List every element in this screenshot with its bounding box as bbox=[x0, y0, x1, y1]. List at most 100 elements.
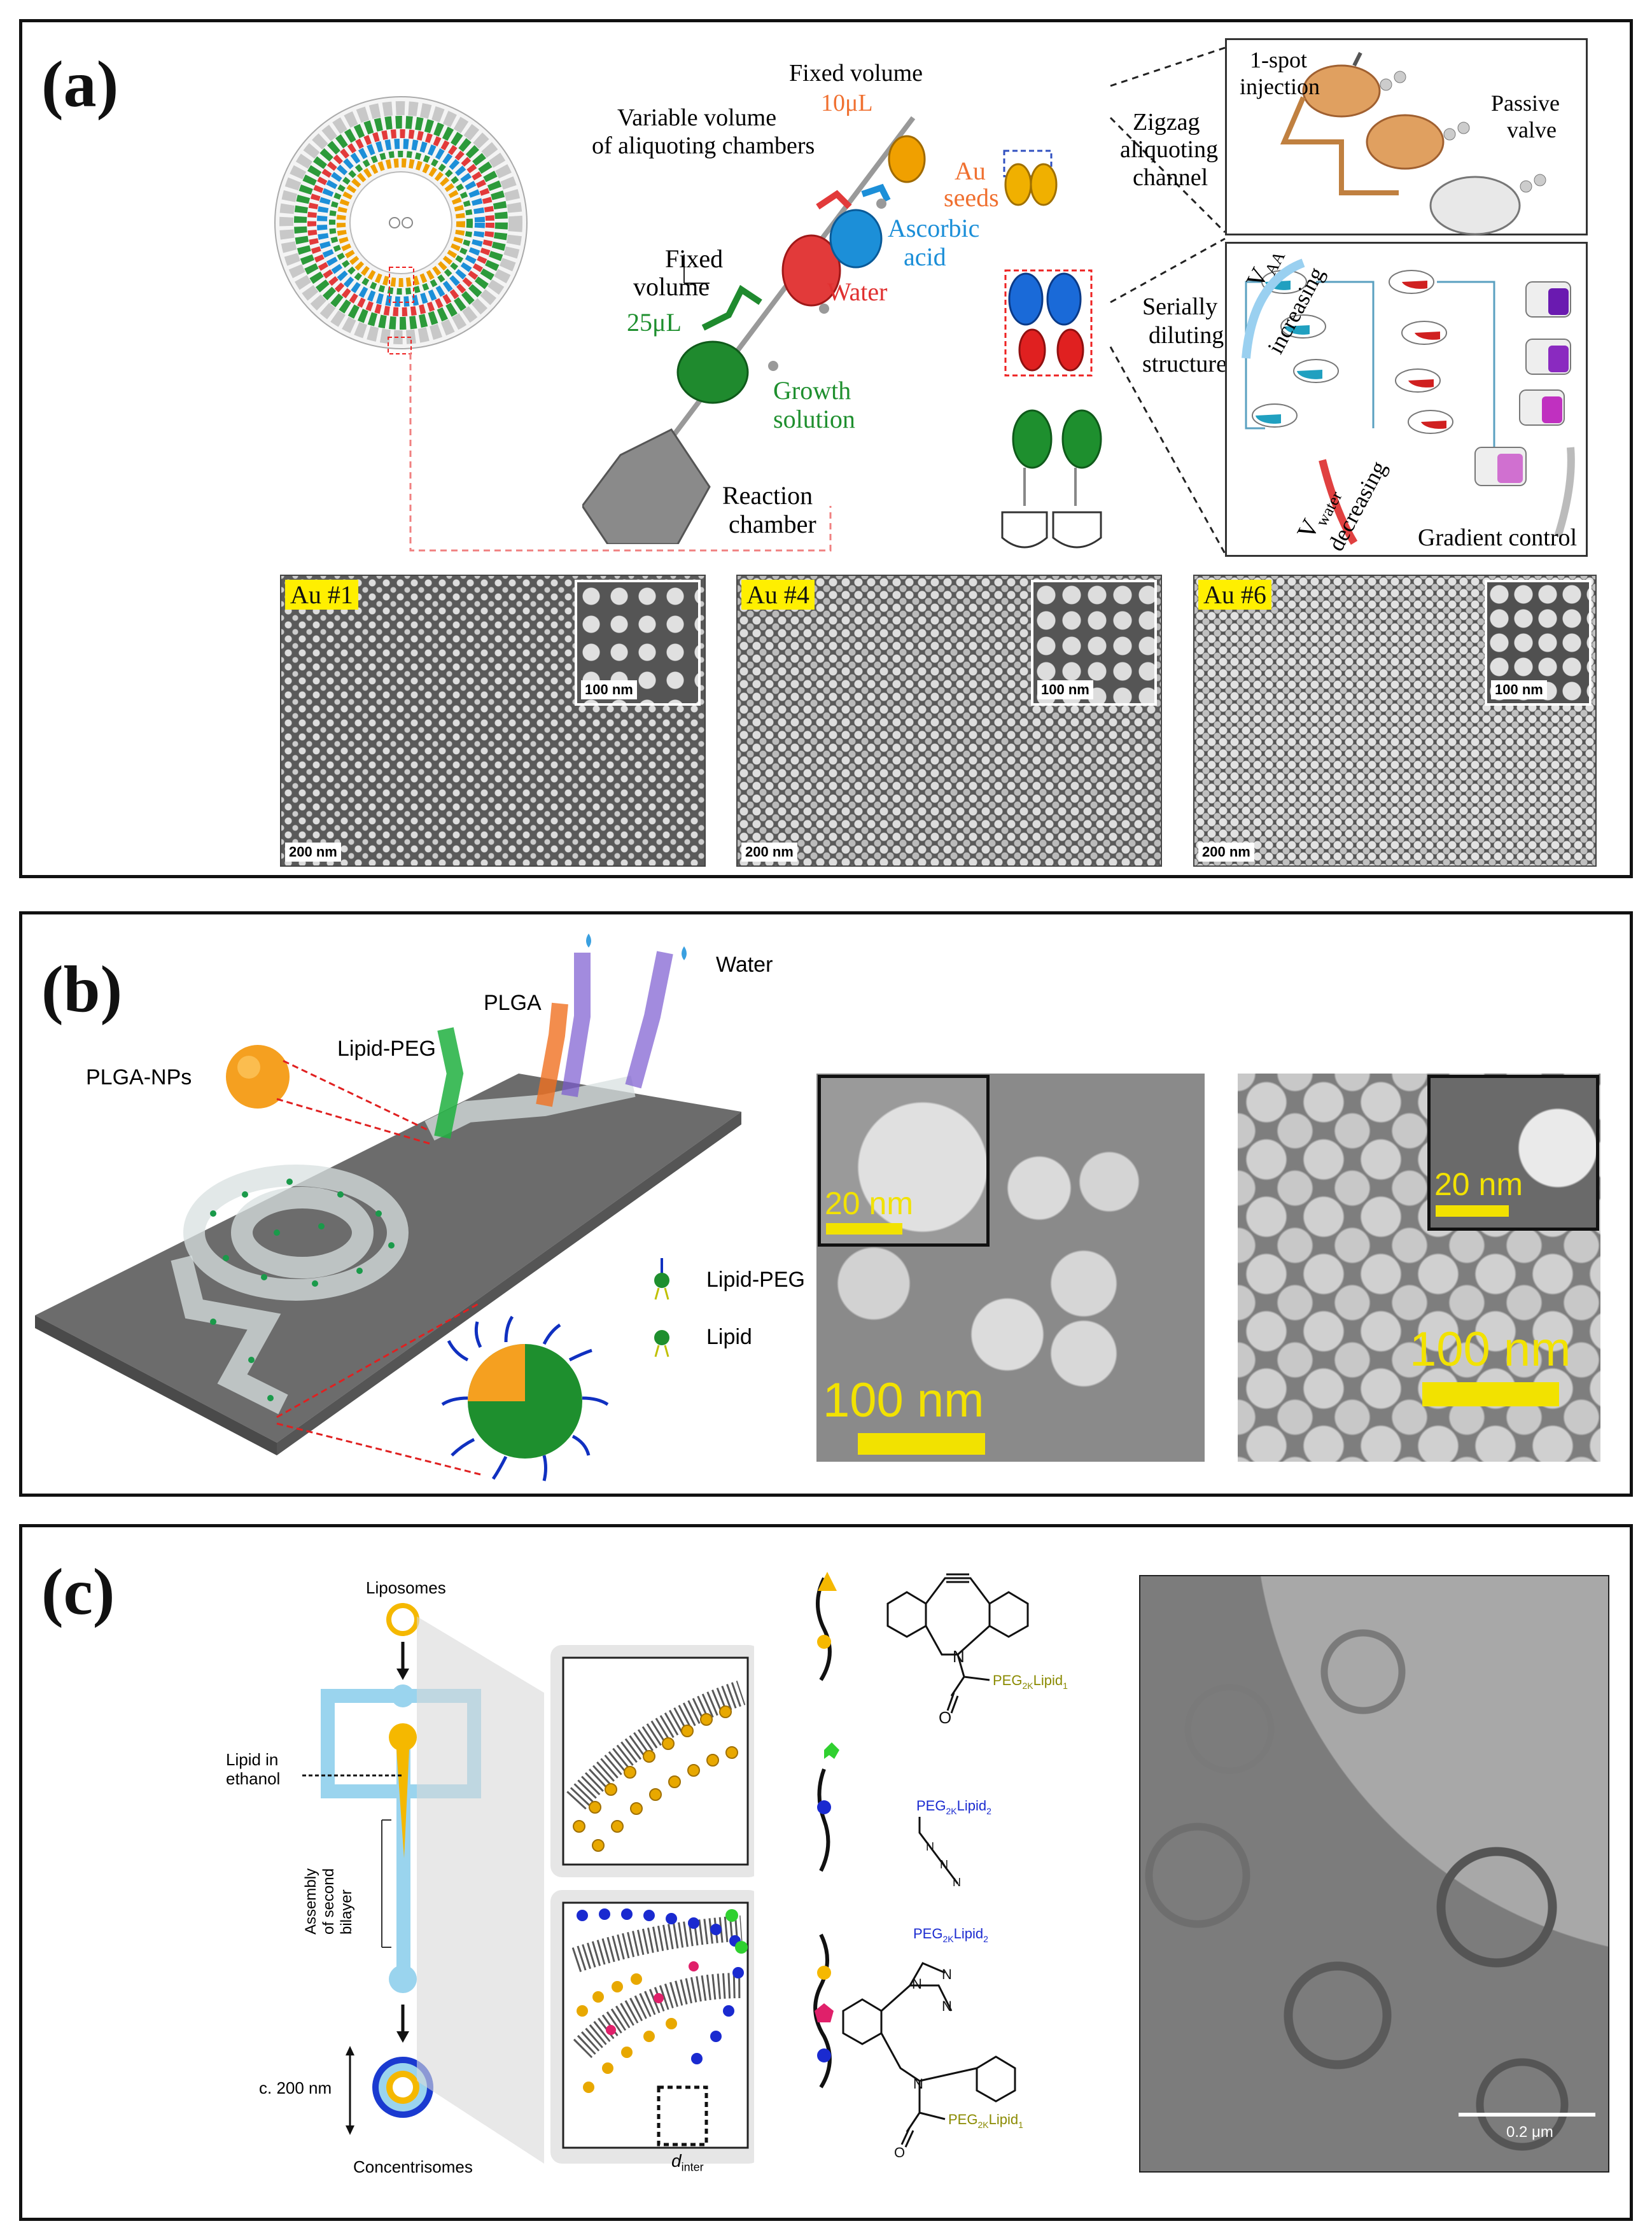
injection-label-2: injection bbox=[1240, 74, 1320, 99]
zigzag-label-2: aliquoting bbox=[1120, 136, 1219, 163]
variable-volume-label-2: of aliquoting chambers bbox=[592, 132, 815, 159]
svg-text:N: N bbox=[912, 1976, 922, 1992]
tem-image-2: 20 nm 100 nm bbox=[1238, 1074, 1600, 1462]
inset-scale-bar: 100 nm bbox=[581, 680, 637, 699]
fixed-volume-left-value: 25μL bbox=[627, 308, 682, 337]
sem-image-au4: Au #4 100 nm 200 nm bbox=[736, 575, 1162, 867]
serial-label-3: structure bbox=[1142, 351, 1227, 377]
chem3-bot-peg: PEG2KLipid1 bbox=[948, 2111, 1023, 2130]
water-label: Water bbox=[827, 277, 888, 306]
panel-a-label: (a) bbox=[41, 48, 119, 121]
scale-label: 100 nm bbox=[1410, 1322, 1571, 1376]
gradient-control-label: Gradient control bbox=[1418, 524, 1578, 551]
svg-text:O: O bbox=[939, 1708, 951, 1727]
chem1-peg: PEG2KLipid1 bbox=[993, 1672, 1068, 1691]
sem-tag: Au #1 bbox=[285, 580, 358, 610]
tem-image-1: 20 nm 100 nm bbox=[816, 1074, 1205, 1462]
au-seeds-label-1: Au bbox=[955, 157, 986, 185]
d-inter-symbol: d bbox=[671, 2151, 682, 2171]
scale-bar: 200 nm bbox=[285, 843, 341, 862]
sem-inset: 100 nm bbox=[575, 580, 701, 706]
au-seeds-label-2: seeds bbox=[944, 183, 999, 212]
growth-solution-label-1: Growth bbox=[773, 376, 851, 405]
d-inter-subscript: inter bbox=[681, 2160, 704, 2174]
panel-b: (b) bbox=[19, 911, 1633, 1497]
inset-scale-bar: 100 nm bbox=[1491, 680, 1547, 699]
cryo-em-image: 0.2 μm bbox=[1139, 1575, 1609, 2173]
panel-c: (c) bbox=[19, 1524, 1633, 2221]
panel-a: (a) Fixed volume bbox=[19, 19, 1633, 878]
inset-scale-label: 20 nm bbox=[1434, 1166, 1523, 1202]
svg-text:N: N bbox=[953, 1647, 965, 1666]
zigzag-label-1: Zigzag bbox=[1133, 109, 1200, 136]
serial-label-1: Serially bbox=[1142, 293, 1218, 320]
ascorbic-acid-label-1: Ascorbic bbox=[888, 214, 980, 242]
reaction-chamber-label-2: chamber bbox=[729, 510, 816, 538]
ascorbic-acid-label-2: acid bbox=[904, 242, 946, 271]
chemical-structures: N O PEG2KLipid1 PEG2KLipid2 N N N PEG2KL… bbox=[813, 1572, 1068, 2160]
inset-scale-bar bbox=[826, 1223, 902, 1235]
sem-inset: 100 nm bbox=[1031, 580, 1157, 706]
inset-scale-bar: 100 nm bbox=[1037, 680, 1093, 699]
scale-bar bbox=[858, 1433, 985, 1455]
panel-c-label: (c) bbox=[41, 1555, 115, 1628]
fixed-volume-left-label-1: Fixed bbox=[665, 244, 724, 273]
svg-text:O: O bbox=[894, 2145, 905, 2160]
svg-text:N: N bbox=[940, 1858, 948, 1871]
fixed-volume-top-label: Fixed volume bbox=[789, 60, 923, 87]
injection-label-1: 1-spot bbox=[1250, 47, 1307, 73]
liposomes-label: Liposomes bbox=[366, 1578, 446, 1597]
assembly-label: Assembly of second bilayer bbox=[302, 1868, 356, 1935]
d-inter-label: dinter bbox=[671, 2151, 704, 2174]
scale-bar bbox=[1459, 2113, 1595, 2117]
reaction-chamber-label-1: Reaction bbox=[722, 481, 813, 510]
single-unit-schematic bbox=[582, 116, 926, 544]
paired-unit-schematic bbox=[1001, 150, 1102, 549]
centrifugal-disc bbox=[274, 96, 528, 354]
inset-scale-bar bbox=[1436, 1205, 1509, 1217]
chem3-top-peg: PEG2KLipid2 bbox=[913, 1926, 988, 1944]
scale-bar: 200 nm bbox=[741, 843, 797, 862]
tem-inset-1: 20 nm bbox=[818, 1075, 990, 1247]
svg-text:N: N bbox=[953, 1876, 961, 1889]
injection-box: 1-spot injection Passive valve bbox=[1225, 38, 1588, 235]
lipid-peg-top-label: Lipid-PEG bbox=[337, 1037, 436, 1061]
connector-lines bbox=[409, 46, 1226, 554]
fixed-volume-top-value: 10μL bbox=[821, 90, 873, 116]
concentrisomes-label: Concentrisomes bbox=[353, 2157, 473, 2176]
assembly-line-3: bilayer bbox=[338, 1889, 355, 1935]
sem-inset: 100 nm bbox=[1485, 580, 1592, 706]
svg-text:N: N bbox=[913, 2076, 923, 2092]
lipid-in-ethanol-label-2: ethanol bbox=[226, 1769, 281, 1788]
lipid-in-ethanol-label-1: Lipid in bbox=[226, 1750, 279, 1769]
assembly-line-1: Assembly bbox=[302, 1868, 319, 1935]
passive-valve-label-1: Passive bbox=[1491, 90, 1560, 116]
scale-bar bbox=[1422, 1382, 1559, 1406]
size-label: c. 200 nm bbox=[259, 2078, 332, 2097]
plga-nps-label: PLGA-NPs bbox=[86, 1065, 192, 1089]
svg-text:N: N bbox=[942, 1966, 952, 1982]
sem-image-au6: Au #6 100 nm 200 nm bbox=[1193, 575, 1597, 867]
serial-label-2: diluting bbox=[1149, 322, 1224, 349]
svg-text:N: N bbox=[926, 1840, 934, 1853]
sem-tag: Au #6 bbox=[1198, 580, 1271, 610]
svg-text:N: N bbox=[942, 1998, 952, 2014]
growth-solution-label-2: solution bbox=[773, 405, 855, 433]
serial-dilution-box: VAA increasing Vwater decreasing Gradien… bbox=[1225, 242, 1588, 557]
passive-valve-label-2: valve bbox=[1507, 117, 1557, 143]
microfluidic-chip-diagram bbox=[35, 934, 741, 1481]
injection-diagram bbox=[1280, 52, 1546, 235]
fixed-volume-left-label-2: volume bbox=[633, 272, 710, 301]
assembly-line-2: of second bbox=[320, 1868, 337, 1935]
zigzag-label-3: channel bbox=[1133, 164, 1208, 191]
sem-image-au1: Au #1 100 nm 200 nm bbox=[280, 575, 706, 867]
scale-label: 100 nm bbox=[823, 1373, 984, 1427]
concentrisome-flow-diagram bbox=[302, 1603, 754, 2164]
scale-label: 0.2 μm bbox=[1506, 2124, 1553, 2141]
variable-volume-label-1: Variable volume bbox=[617, 104, 777, 131]
plga-label: PLGA bbox=[484, 991, 542, 1015]
panel-b-label: (b) bbox=[41, 953, 123, 1026]
legend-lipid-peg-label: Lipid-PEG bbox=[706, 1268, 805, 1292]
legend-lipid-label: Lipid bbox=[706, 1325, 752, 1349]
scale-bar: 200 nm bbox=[1198, 843, 1254, 862]
